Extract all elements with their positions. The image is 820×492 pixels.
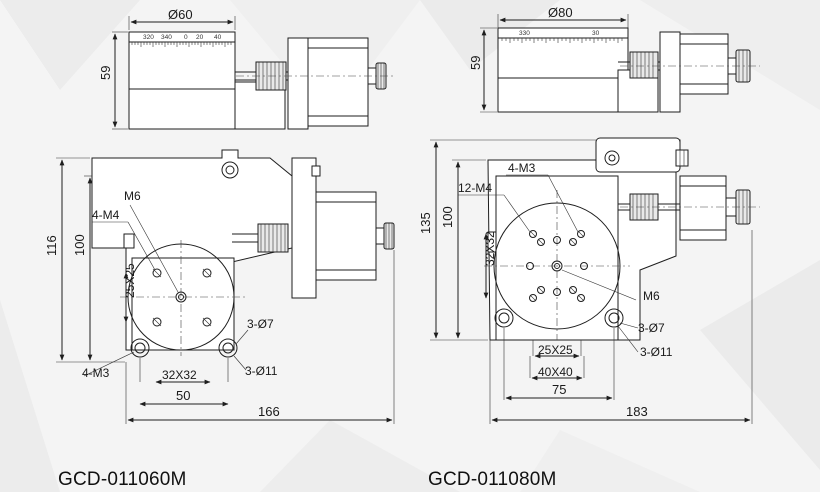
model-1-side-view: Ø60 320 340 0 20 40 (98, 7, 395, 130)
model-1-scale-mark-3: 0 (184, 34, 188, 41)
model-2-side-view: Ø80 330 30 59 (468, 5, 760, 113)
model-2-drawing: Ø80 330 30 59 (418, 5, 760, 424)
model-1-scale-ticks (131, 42, 232, 47)
model-2-hole-pitch-label: 32X32 (483, 231, 497, 266)
model-2-caption: GCD-011080M (428, 469, 557, 490)
model-1-base-threads-label: 4-M3 (82, 366, 110, 380)
model-2-scale-ticks (501, 38, 623, 43)
model-1-inner-height-label: 100 (72, 234, 87, 256)
model-2-top-view: 135 100 32X32 25X25 40X40 75 (418, 137, 760, 424)
model-2-scale-mark-1: 330 (519, 30, 530, 37)
model-1-diameter-label: Ø60 (168, 7, 193, 22)
model-1-scale-mark-2: 340 (161, 34, 172, 41)
model-2-overall-length-label: 183 (626, 404, 648, 419)
model-1-outer-height-label: 116 (44, 235, 59, 256)
model-1-base-width-label: 50 (176, 388, 190, 403)
model-1-scale-mark-4: 20 (196, 34, 204, 41)
model-2-counterbore-label: 3-Ø7 (638, 321, 665, 335)
model-1-hole-pitch-label: 32X32 (162, 368, 197, 382)
model-1-counterbore-label: 3-Ø7 (247, 317, 274, 331)
model-2-table-pitch-label: 25X25 (538, 343, 573, 357)
model-1-drawing: Ø60 320 340 0 20 40 (44, 7, 395, 424)
model-1-table-holes (152, 268, 212, 327)
model-2-base-width-label: 75 (552, 382, 566, 397)
model-2-table-threads-label: 12-M4 (458, 181, 492, 195)
model-2-inner-height-label: 100 (440, 206, 455, 228)
model-1-scale-mark-5: 40 (214, 34, 222, 41)
model-1-caption: GCD-011060M (58, 469, 187, 490)
model-1-through-hole-label: 3-Ø11 (245, 364, 278, 378)
model-1-top-view: 116 100 25X25 32X32 50 166 M6 (44, 149, 395, 424)
model-2-through-hole-label: 3-Ø11 (640, 345, 673, 359)
model-2-base-pitch-label: 40X40 (538, 365, 573, 379)
model-2-small-threads-label: 4-M3 (508, 161, 536, 175)
model-1-table-pitch-label: 25X25 (123, 263, 137, 298)
model-2-diameter-label: Ø80 (548, 5, 573, 20)
model-1-center-thread-label: M6 (124, 189, 141, 203)
model-2-center-thread-label: M6 (643, 289, 660, 303)
model-2-scale-mark-2: 30 (592, 30, 600, 37)
model-1-overall-length-label: 166 (258, 404, 280, 419)
model-2-table-holes (526, 230, 588, 302)
model-2-height-label: 59 (468, 56, 483, 70)
model-2-outer-height-label: 135 (418, 212, 433, 234)
model-1-table-threads-label: 4-M4 (92, 208, 120, 222)
model-1-scale-mark-1: 320 (143, 34, 154, 41)
model-1-height-label: 59 (98, 66, 113, 80)
